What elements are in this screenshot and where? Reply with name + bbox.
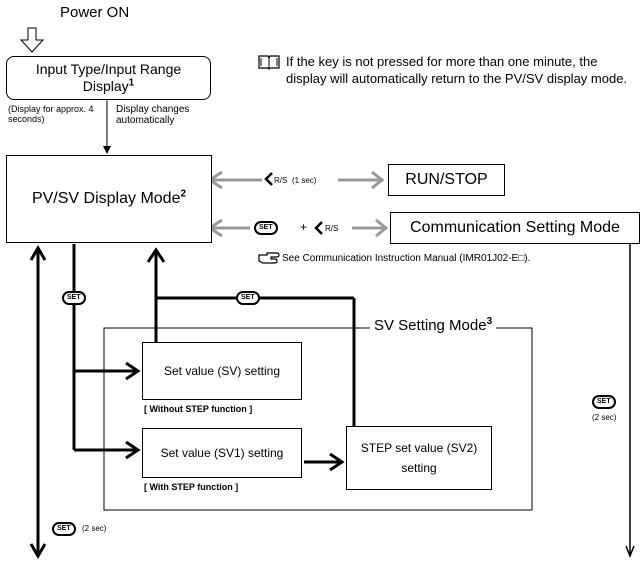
display-duration-note: (Display for approx. 4 seconds) xyxy=(8,104,94,124)
see-manual-note: See Communication Instruction Manual (IM… xyxy=(282,253,531,264)
footnote-2: 2 xyxy=(180,188,187,200)
power-on-label: Power ON xyxy=(60,4,130,21)
rs-key-icon-2 xyxy=(314,221,323,235)
book-icon xyxy=(258,55,280,70)
input-type-box: Input Type/Input Range Display1 xyxy=(6,56,211,100)
pvsv-label: PV/SV Display Mode xyxy=(31,190,181,207)
set-key-icon: SET xyxy=(254,221,278,235)
rs-key-label: R/S xyxy=(274,176,288,185)
step-sv2-setting-box: STEP set value (SV2) setting xyxy=(346,426,492,490)
with-step-label: [ With STEP function ] xyxy=(144,482,239,492)
input-type-line1: Input Type/Input Range xyxy=(35,61,182,77)
set-key-icon-left: SET xyxy=(62,291,86,305)
rs-key-label-2: R/S xyxy=(325,224,339,233)
set-key-icon-middle: SET xyxy=(236,291,260,305)
footnote-3: 3 xyxy=(486,316,493,327)
timeout-note: If the key is not pressed for more than … xyxy=(286,54,628,86)
power-on-arrow xyxy=(19,27,45,53)
plus-sign: + xyxy=(300,220,308,234)
without-step-label: [ Without STEP function ] xyxy=(144,404,253,414)
run-stop-box: RUN/STOP xyxy=(388,164,505,196)
set-key-icon-bottom: SET xyxy=(52,522,76,536)
pvsv-display-mode-box: PV/SV Display Mode2 xyxy=(6,155,212,243)
sv-setting-box: Set value (SV) setting xyxy=(142,342,302,400)
auto-change-note: Display changes automatically xyxy=(116,104,190,126)
input-type-line2: Display xyxy=(82,78,129,94)
rs-key-icon xyxy=(264,172,273,186)
one-sec-label: (1 sec) xyxy=(292,176,317,185)
footnote-1: 1 xyxy=(128,77,135,89)
communication-setting-mode-box: Communication Setting Mode xyxy=(390,212,640,244)
set-key-icon-right: SET xyxy=(592,395,616,409)
two-sec-bottom: (2 sec) xyxy=(82,524,107,533)
sv-setting-mode-label: SV Setting Mode3 xyxy=(370,316,497,334)
pointing-hand-icon xyxy=(258,252,280,264)
sv1-setting-box: Set value (SV1) setting xyxy=(142,428,302,478)
two-sec-right: (2 sec) xyxy=(592,413,617,422)
